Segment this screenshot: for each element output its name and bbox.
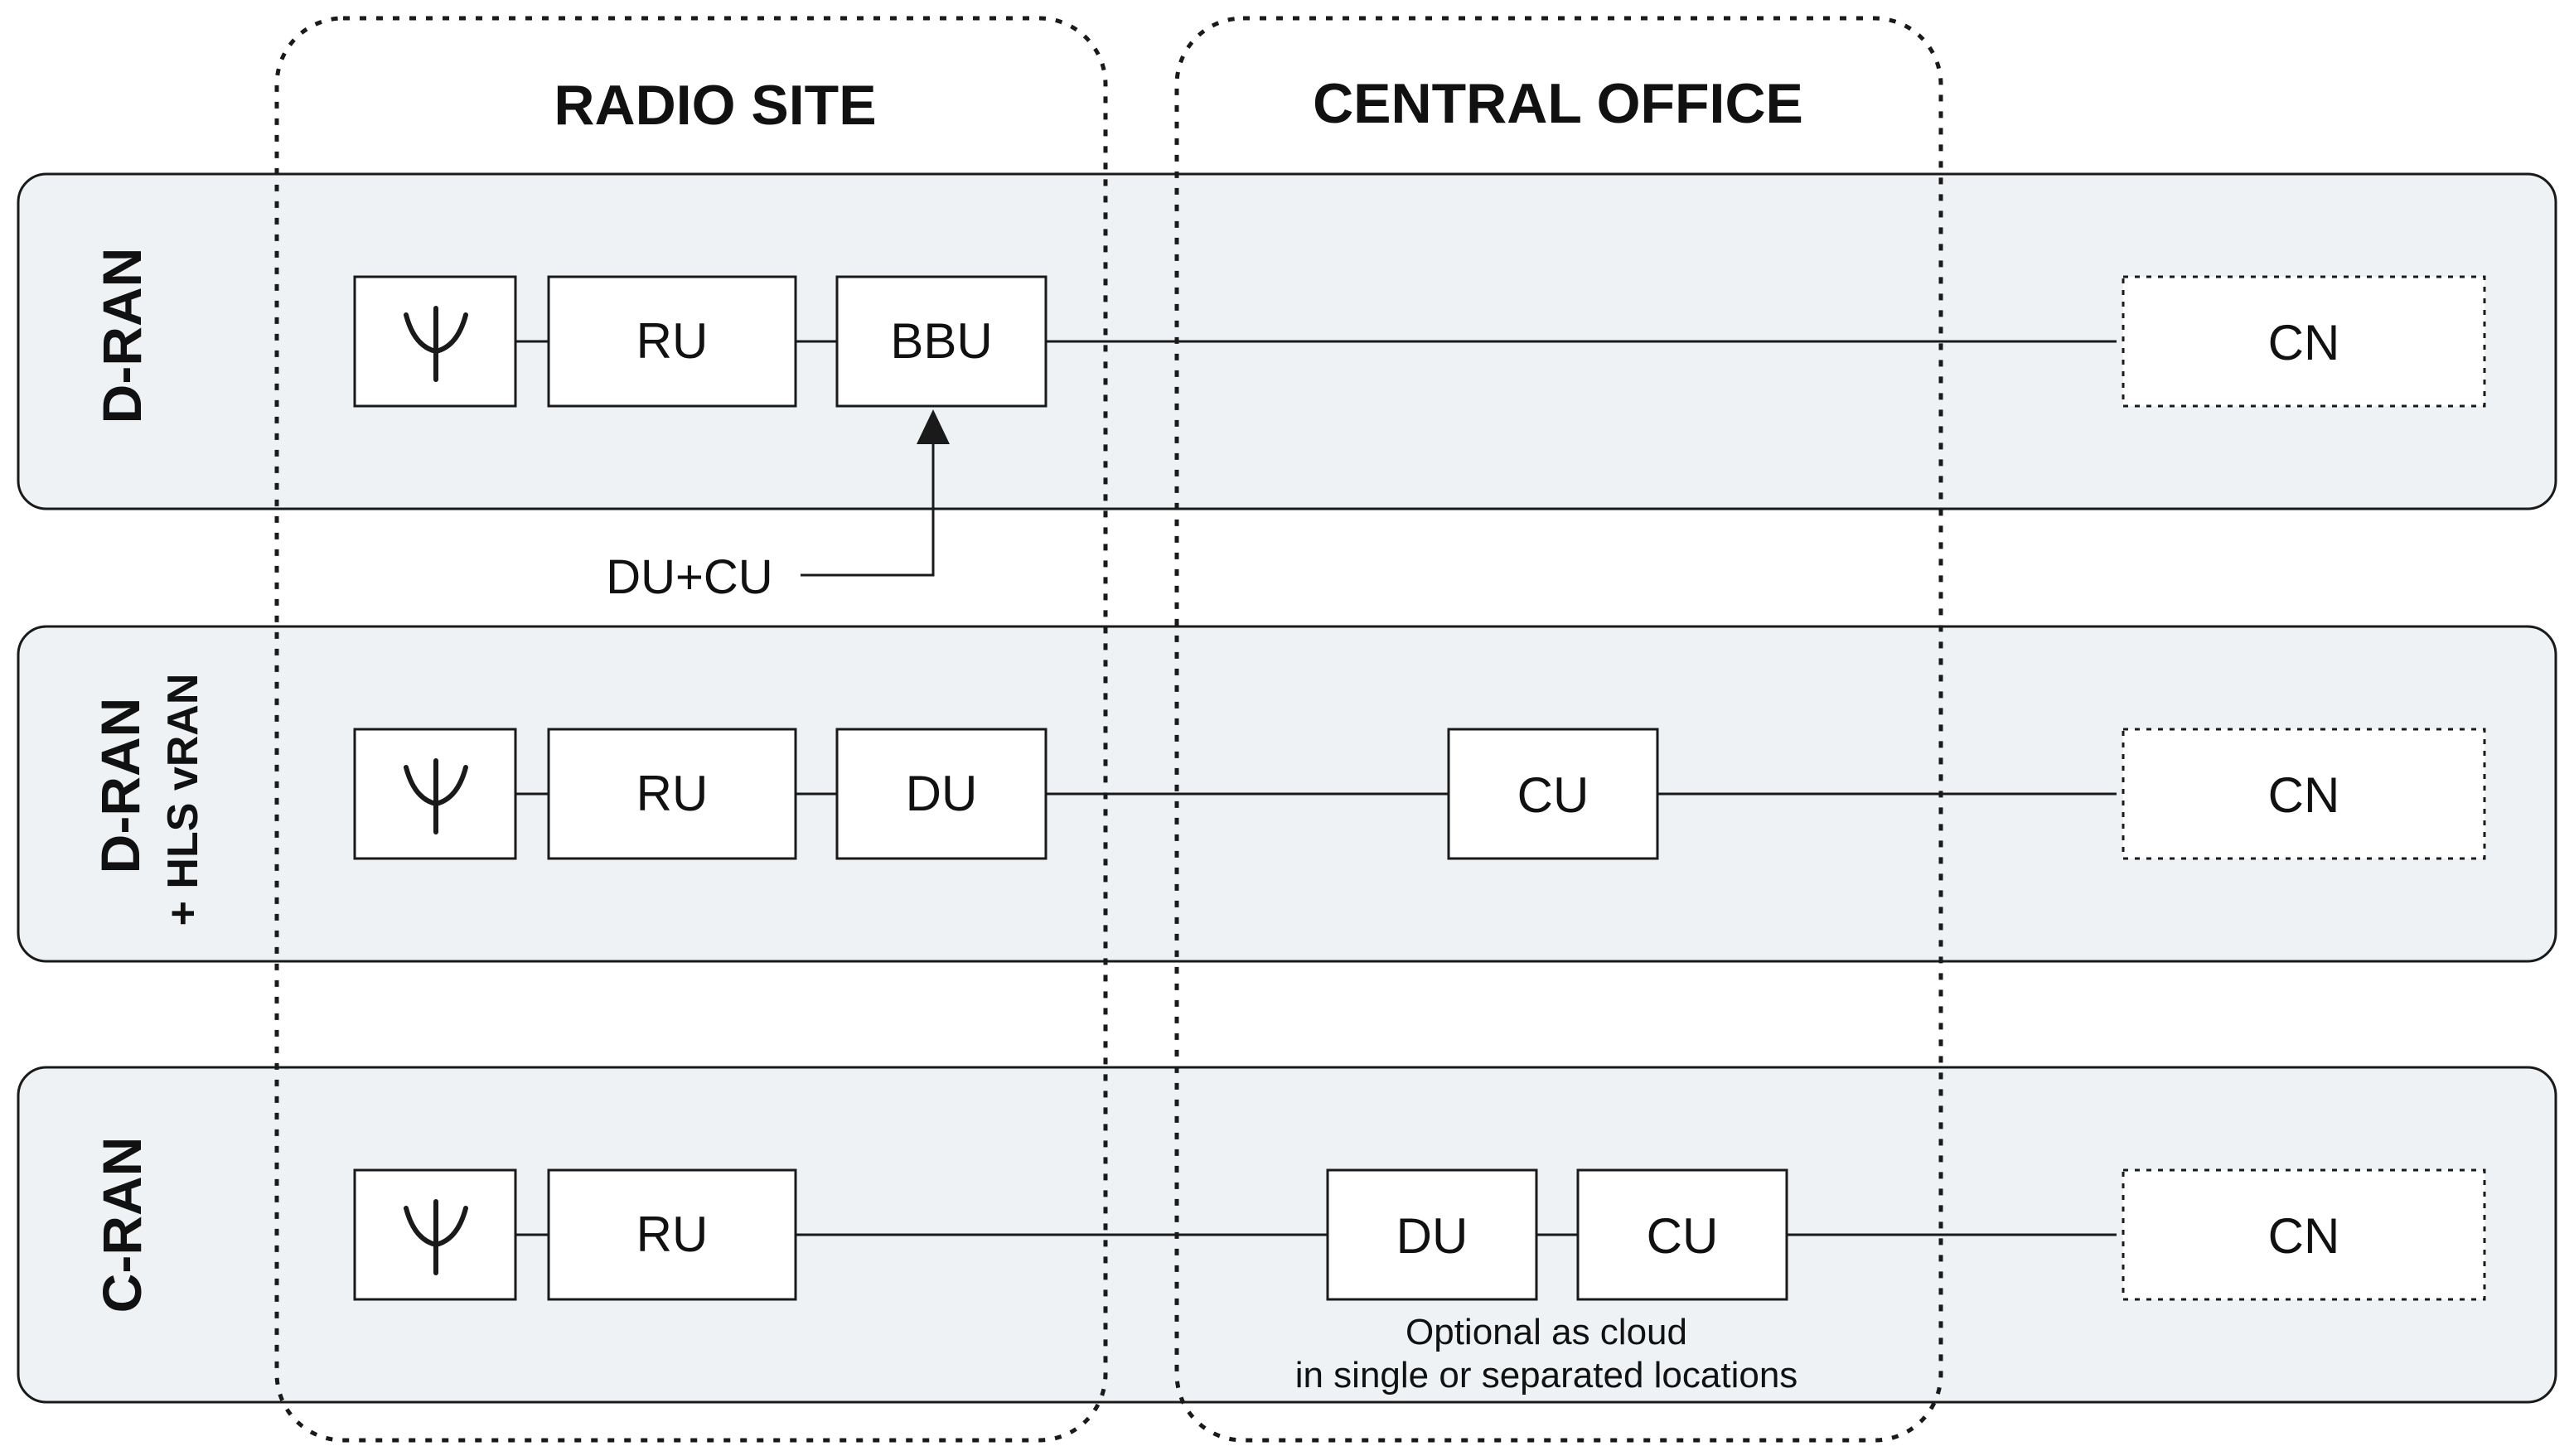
antenna-box [353,728,517,860]
cu-label: CU [1517,767,1589,823]
row-d-ran: RU BBU CN [353,275,2486,408]
cn-label: CN [2268,315,2340,370]
antenna-icon [404,306,468,382]
zone-title-central-office: CENTRAL OFFICE [1313,72,1803,135]
ru-label: RU [636,766,709,821]
row-sublabel-hls-vran: + HLS vRAN [159,674,207,926]
row-label-c-ran: C-RAN [91,1137,152,1313]
ru-box [547,728,797,860]
cn-label: CN [2268,1208,2340,1264]
callout-label: DU+CU [606,550,772,604]
antenna-icon [404,758,468,834]
row-label-d-ran-hls: D-RAN [90,698,151,874]
antenna-icon [404,1199,468,1275]
cu-label: CU [1647,1208,1719,1264]
ru-label: RU [636,1207,709,1262]
row-label-d-ran: D-RAN [91,248,152,424]
ru-box [547,275,797,408]
bbu-box [835,275,1048,408]
cn-box [2122,275,2486,408]
callout-du-cu: DU+CU [606,409,950,604]
du-label: DU [906,766,978,821]
du-box [835,728,1048,860]
row-d-ran-hls: RU DU CU CN [353,728,2486,860]
ru-label: RU [636,313,709,369]
antenna-box [353,1168,517,1301]
cloud-note-line2: in single or separated locations [1295,1355,1798,1396]
zone-central-office [1174,16,1943,1443]
du-label: DU [1396,1208,1468,1264]
cn-label: CN [2268,767,2340,823]
ru-box [547,1168,797,1301]
antenna-box [353,275,517,408]
cn-box [2122,728,2486,860]
row-c-ran: RU DU CU Optional as cloud in single or … [353,1168,2486,1396]
cu-box [1447,728,1659,860]
cu-box [1576,1168,1788,1301]
du-box [1326,1168,1538,1301]
zone-title-radio-site: RADIO SITE [554,74,876,137]
cloud-note-line1: Optional as cloud [1406,1312,1687,1352]
zone-radio-site [274,16,1108,1443]
callout-arrow [801,439,935,577]
cn-box [2122,1168,2486,1301]
arrowhead-icon [917,409,950,444]
bbu-label: BBU [890,313,992,369]
